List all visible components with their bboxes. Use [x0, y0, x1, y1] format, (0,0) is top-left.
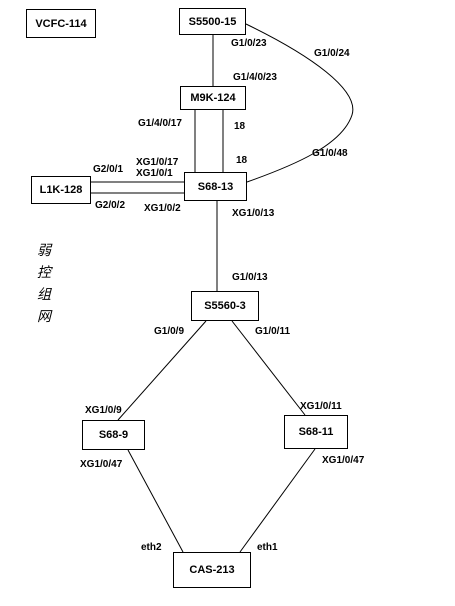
port-label-s68-13-xg1-0-17: XG1/0/17 [136, 157, 179, 168]
node-s68-13[interactable]: S68-13 [184, 172, 247, 201]
port-label-s5500-g1-0-24: G1/0/24 [314, 48, 350, 59]
title-box-vcfc-114: VCFC-114 [26, 9, 96, 38]
node-s68-11[interactable]: S68-11 [284, 415, 348, 449]
link-s5560-s68-11 [231, 320, 306, 416]
node-s5560-3[interactable]: S5560-3 [191, 291, 259, 321]
port-label-s68-13-xg1-0-2: XG1/0/2 [144, 203, 181, 214]
port-label-s68-13-xg1-0-1: XG1/0/1 [136, 168, 173, 179]
port-label-s68-9-xg1-0-9: XG1/0/9 [85, 405, 122, 416]
port-label-s68-11-xg1-0-11: XG1/0/11 [300, 401, 342, 412]
port-label-cas-eth1: eth1 [257, 542, 278, 553]
port-label-m9k-18: 18 [234, 121, 246, 132]
port-label-l1k-g2-0-2: G2/0/2 [95, 200, 126, 211]
node-m9k-124[interactable]: M9K-124 [180, 86, 246, 110]
port-label-s5560-g1-0-11: G1/0/11 [255, 326, 291, 337]
node-cas-213[interactable]: CAS-213 [173, 552, 251, 588]
port-label-s5500-g1-0-23: G1/0/23 [231, 38, 267, 49]
port-label-m9k-g1-4-0-17: G1/4/0/17 [138, 118, 182, 129]
link-s68-11-cas [239, 448, 316, 553]
node-s68-9[interactable]: S68-9 [82, 420, 145, 450]
link-s68-9-cas [127, 449, 184, 553]
port-label-s68-13-xg1-0-13: XG1/0/13 [232, 208, 275, 219]
node-l1k-128[interactable]: L1K-128 [31, 176, 91, 204]
link-s5500-s68-13 [245, 23, 354, 183]
port-label-s68-13-g1-0-48: G1/0/48 [312, 148, 348, 159]
port-label-s5560-g1-0-9: G1/0/9 [154, 326, 185, 337]
link-s5560-s68-9 [117, 320, 207, 421]
side-caption: 弱控组网 [37, 243, 51, 325]
port-label-s68-9-xg1-0-47: XG1/0/47 [80, 459, 123, 470]
port-label-m9k-g1-4-0-23: G1/4/0/23 [233, 72, 277, 83]
port-label-s68-13-18: 18 [236, 155, 248, 166]
port-label-l1k-g2-0-1: G2/0/1 [93, 164, 124, 175]
port-label-s68-11-xg1-0-47: XG1/0/47 [322, 455, 365, 466]
port-label-s5560-g1-0-13: G1/0/13 [232, 272, 268, 283]
port-label-cas-eth2: eth2 [141, 542, 162, 553]
node-s5500-15[interactable]: S5500-15 [179, 8, 246, 35]
